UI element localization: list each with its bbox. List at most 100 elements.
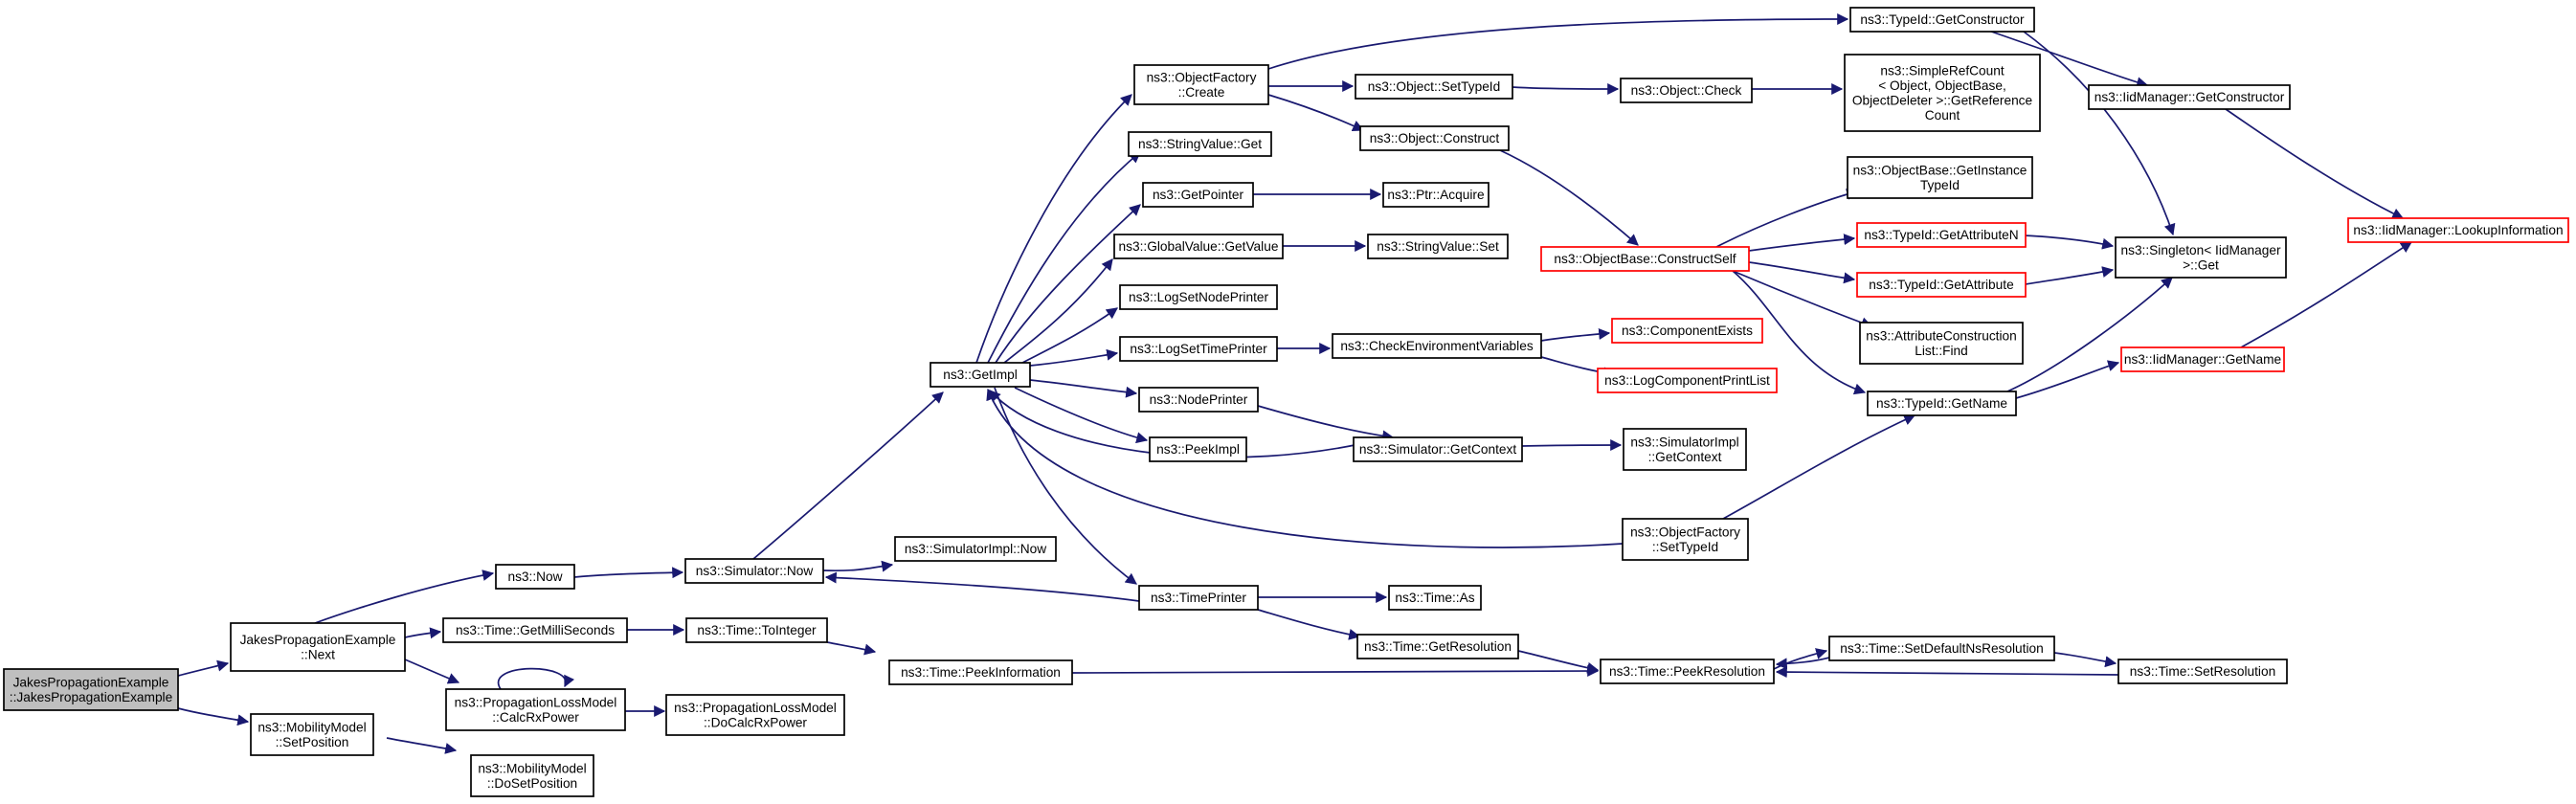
edge-arrow xyxy=(975,94,1132,364)
node-logcomponentprint[interactable]: ns3::LogComponentPrintList xyxy=(1597,368,1778,393)
node-timeprinter[interactable]: ns3::TimePrinter xyxy=(1138,585,1259,611)
node-typeid-getattrn[interactable]: ns3::TypeId::GetAttributeN xyxy=(1856,222,2027,248)
edge-arrow xyxy=(1512,82,1620,95)
node-time-setres[interactable]: ns3::Time::SetResolution xyxy=(2117,659,2288,684)
node-label: ns3::SimulatorImpl::Now xyxy=(905,542,1046,556)
node-time-as[interactable]: ns3::Time::As xyxy=(1388,585,1482,611)
node-box xyxy=(1149,436,1247,462)
node-componentexists[interactable]: ns3::ComponentExists xyxy=(1611,318,1763,344)
node-objbase-constructself[interactable]: ns3::ObjectBase::ConstructSelf xyxy=(1540,246,1750,272)
call-edge xyxy=(994,387,1137,585)
node-label: ns3::Time::SetDefaultNsResolution xyxy=(1840,641,2044,656)
node-box xyxy=(470,754,594,797)
edge-arrow xyxy=(573,567,684,579)
node-simimpl-getcontext[interactable]: ns3::SimulatorImpl::GetContext xyxy=(1623,428,1747,471)
node-tointeger[interactable]: ns3::Time::ToInteger xyxy=(685,617,828,643)
node-singleton-get[interactable]: ns3::Singleton< IidManager>::Get xyxy=(2115,236,2287,279)
edge-arrow xyxy=(1517,650,1600,674)
node-label: ns3::ObjectBase::GetInstance xyxy=(1853,163,2027,177)
node-mobility-setpos[interactable]: ns3::MobilityModel::SetPosition xyxy=(250,713,374,756)
edge-arrow xyxy=(752,391,944,560)
node-label: ns3::Time::ToInteger xyxy=(697,623,817,637)
node-objfactory-create[interactable]: ns3::ObjectFactory::Create xyxy=(1133,64,1269,105)
node-iidmanager-getname[interactable]: ns3::IidManager::GetName xyxy=(2120,346,2285,372)
node-label: List::Find xyxy=(1915,344,1968,358)
node-getms[interactable]: ns3::Time::GetMilliSeconds xyxy=(442,617,628,643)
node-simplerefcount[interactable]: ns3::SimpleRefCount< Object, ObjectBase,… xyxy=(1844,54,2041,132)
node-label: ns3::ObjectFactory xyxy=(1147,70,1257,84)
call-edge xyxy=(2053,652,2117,668)
node-box xyxy=(1856,272,2027,298)
call-edge xyxy=(1499,149,1639,246)
node-peekinfo[interactable]: ns3::Time::PeekInformation xyxy=(888,659,1073,685)
node-object-construct[interactable]: ns3::Object::Construct xyxy=(1359,125,1510,151)
node-sim-getcontext[interactable]: ns3::Simulator::GetContext xyxy=(1353,436,1523,462)
node-peekimpl[interactable]: ns3::PeekImpl xyxy=(1149,436,1247,462)
node-lognodeprinter[interactable]: ns3::LogSetNodePrinter xyxy=(1119,284,1278,310)
call-edge xyxy=(1014,387,1149,444)
node-box xyxy=(1611,318,1763,344)
node-label: ns3::TypeId::GetAttributeN xyxy=(1864,228,2018,242)
node-ptr-acquire[interactable]: ns3::Ptr::Acquire xyxy=(1382,182,1490,208)
call-edge xyxy=(826,641,877,656)
node-label: ns3::SimpleRefCount xyxy=(1880,63,2005,78)
node-iidmanager-lookup[interactable]: ns3::IidManager::LookupInformation xyxy=(2347,217,2569,243)
node-calcrx[interactable]: ns3::PropagationLossModel::CalcRxPower xyxy=(445,688,626,731)
node-checkenv[interactable]: ns3::CheckEnvironmentVariables xyxy=(1332,333,1542,359)
node-objfactory-settypeid[interactable]: ns3::ObjectFactory::SetTypeId xyxy=(1622,518,1749,561)
node-mobility-dosetpos[interactable]: ns3::MobilityModel::DoSetPosition xyxy=(470,754,594,797)
edge-arrow xyxy=(1748,261,1856,284)
edge-arrow xyxy=(1029,348,1119,367)
call-edge xyxy=(177,707,250,726)
edge-arrow xyxy=(177,659,230,677)
call-edge xyxy=(404,659,460,684)
call-edge xyxy=(1267,13,1849,70)
node-jakes-ctor[interactable]: JakesPropagationExample::JakesPropagatio… xyxy=(3,668,179,711)
node-simimpl-now[interactable]: ns3::SimulatorImpl::Now xyxy=(894,536,1057,562)
node-typeid-getctor[interactable]: ns3::TypeId::GetConstructor xyxy=(1849,7,2035,33)
call-edge xyxy=(2025,266,2115,285)
node-stringvalue-set[interactable]: ns3::StringValue::Set xyxy=(1367,234,1509,259)
call-edge xyxy=(314,570,495,624)
node-box xyxy=(250,713,374,756)
node-typeid-getattr[interactable]: ns3::TypeId::GetAttribute xyxy=(1856,272,2027,298)
node-object-check[interactable]: ns3::Object::Check xyxy=(1620,78,1753,103)
edge-arrow xyxy=(497,667,575,690)
node-label: ns3::ComponentExists xyxy=(1622,324,1753,338)
node-peekres[interactable]: ns3::Time::PeekResolution xyxy=(1600,659,1775,684)
node-globalvalue-get[interactable]: ns3::GlobalValue::GetValue xyxy=(1113,234,1284,259)
node-iidmanager-getctor[interactable]: ns3::IidManager::GetConstructor xyxy=(2088,84,2291,110)
call-edge xyxy=(1540,328,1611,342)
node-stringvalue-get[interactable]: ns3::StringValue::Get xyxy=(1128,131,1272,157)
node-label: >::Get xyxy=(2183,257,2219,272)
node-docalcrx[interactable]: ns3::PropagationLossModel::DoCalcRxPower xyxy=(665,694,845,736)
node-getimpl[interactable]: ns3::GetImpl xyxy=(930,362,1031,388)
node-now[interactable]: ns3::Now xyxy=(495,564,575,590)
node-label: ns3::Time::GetResolution xyxy=(1364,639,1512,654)
call-edge xyxy=(1732,270,1867,395)
node-logtimeprinter[interactable]: ns3::LogSetTimePrinter xyxy=(1119,336,1278,362)
node-setdefaultns[interactable]: ns3::Time::SetDefaultNsResolution xyxy=(1828,636,2055,661)
node-box xyxy=(445,688,626,731)
node-sim-now[interactable]: ns3::Simulator::Now xyxy=(684,558,824,584)
node-box xyxy=(1856,222,2027,248)
call-edge xyxy=(1071,665,1600,678)
call-edge xyxy=(2023,31,2176,236)
edge-arrow xyxy=(1732,270,1873,328)
node-object-settypeid[interactable]: ns3::Object::SetTypeId xyxy=(1355,74,1513,100)
edge-arrow xyxy=(2006,277,2173,392)
edge-arrow xyxy=(1267,13,1849,70)
node-nodeprinter[interactable]: ns3::NodePrinter xyxy=(1138,387,1259,413)
node-label: ns3::MobilityModel xyxy=(478,761,586,775)
node-label: ns3::MobilityModel xyxy=(258,720,366,734)
call-edge xyxy=(1517,650,1600,674)
node-box xyxy=(1128,131,1272,157)
node-getpointer[interactable]: ns3::GetPointer xyxy=(1142,182,1254,208)
node-box xyxy=(1849,7,2035,33)
node-time-getres[interactable]: ns3::Time::GetResolution xyxy=(1356,634,1519,659)
node-typeid-getname[interactable]: ns3::TypeId::GetName xyxy=(1867,391,2017,416)
node-jakes-next[interactable]: JakesPropagationExample::Next xyxy=(230,622,406,672)
